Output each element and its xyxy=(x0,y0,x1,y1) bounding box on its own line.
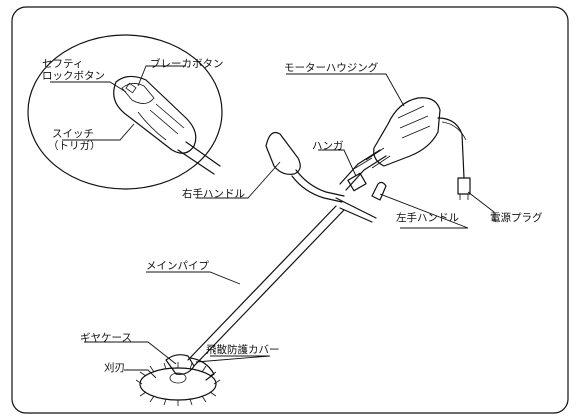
detail-switch-grip xyxy=(113,75,221,175)
main-pipe-shape xyxy=(187,149,387,367)
label-brake-button: ブレーカボタン xyxy=(150,58,224,70)
label-hanger: ハンガ xyxy=(312,140,344,152)
label-safety-lock-line2: ロックボタン xyxy=(42,70,105,82)
left-handle-shape xyxy=(335,181,387,223)
blade-assembly xyxy=(135,354,221,406)
label-right-handle: 右手ハンドル xyxy=(182,188,245,200)
label-switch-line1: スイッチ xyxy=(52,128,94,140)
detail-oval xyxy=(27,34,223,190)
leader-lines xyxy=(50,65,495,379)
diagram-frame xyxy=(11,6,569,414)
label-blade: 刈刃 xyxy=(104,362,125,374)
label-left-handle: 左手ハンドル xyxy=(396,212,459,224)
label-switch-line2: （トリガ） xyxy=(48,140,101,152)
label-gear-case: ギヤケース xyxy=(80,332,132,344)
hanger-clamp xyxy=(347,157,373,192)
label-main-pipe: メインパイプ xyxy=(146,260,209,272)
right-handle-shape xyxy=(265,131,345,203)
label-power-plug: 電源プラグ xyxy=(490,212,543,224)
power-cord xyxy=(437,117,471,200)
label-scatter-guard: 飛散防護カバー xyxy=(206,344,280,356)
label-safety-lock-line1: セフティ xyxy=(42,58,84,70)
motor-housing-shape xyxy=(365,97,441,169)
label-motor-housing: モーターハウジング xyxy=(284,62,379,74)
